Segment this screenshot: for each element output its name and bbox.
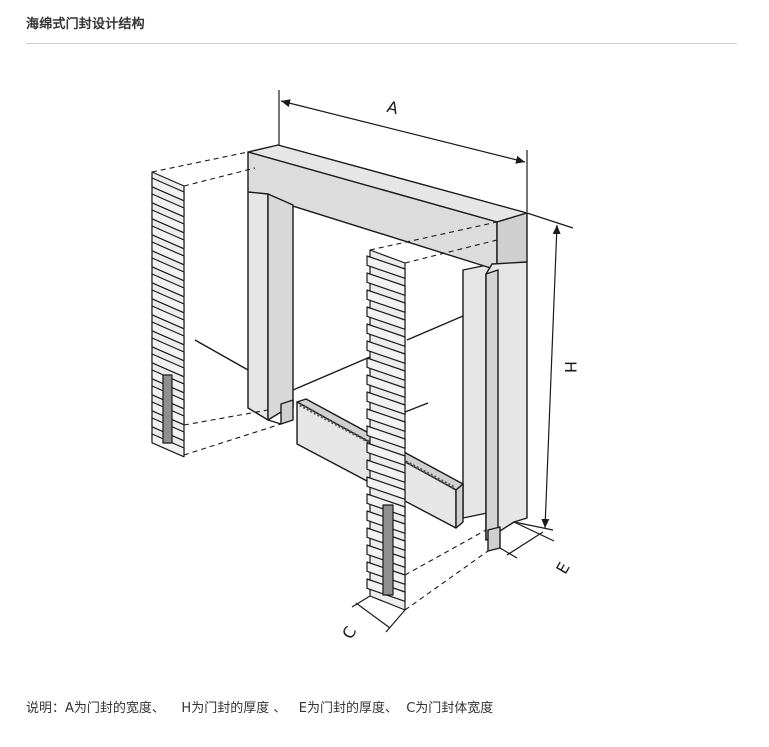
- dim-label-h: H: [561, 361, 580, 373]
- pad-slat: [366, 306, 406, 330]
- proj-line-2: [183, 167, 256, 187]
- inner-edge-line: [292, 356, 371, 391]
- right-foot: [487, 526, 501, 552]
- frame-header-end: [496, 212, 528, 271]
- proj-line-6: [404, 239, 498, 264]
- dim-c-ext-right: [385, 609, 406, 633]
- title-divider: [26, 43, 737, 44]
- pad-slat: [151, 289, 185, 314]
- frame-right-leg-side: [485, 269, 499, 541]
- door-seal-drawing: A H E C: [151, 90, 580, 642]
- right-seal-pad: [366, 249, 406, 611]
- left-pad-strip: [162, 374, 173, 444]
- leg-foot-line: [267, 419, 282, 425]
- proj-line-3: [183, 423, 282, 456]
- pad-slat: [366, 255, 406, 279]
- dim-c-ext-left: [351, 595, 371, 608]
- left-seal-pad: [151, 171, 185, 458]
- left-foot: [280, 399, 294, 425]
- pad-slat: [366, 391, 406, 415]
- proj-line-8: [404, 529, 487, 576]
- pad-slat: [366, 340, 406, 364]
- inner-edge-line-2: [406, 315, 464, 341]
- pad-slat: [366, 459, 406, 483]
- proj-line-7: [404, 550, 489, 611]
- left-pad-slats: [151, 177, 185, 458]
- pad-slat: [151, 257, 185, 282]
- frame-left-leg-side: [267, 193, 294, 421]
- dim-c-line: [355, 602, 391, 629]
- pad-slat: [366, 323, 406, 347]
- pad-slat: [366, 476, 406, 500]
- dim-e-line: [506, 531, 544, 556]
- right-pad-strip: [382, 504, 394, 596]
- pad-slat: [366, 425, 406, 449]
- dim-h-arrow: [541, 224, 561, 529]
- dim-label-e: E: [552, 559, 574, 577]
- projection-lines: [151, 151, 498, 611]
- dimension-lines: [278, 90, 574, 633]
- left-edge-line: [194, 339, 249, 371]
- pad-slat: [151, 353, 185, 378]
- pad-slat: [366, 374, 406, 398]
- proj-line-5: [369, 221, 498, 251]
- pad-slat: [151, 337, 185, 362]
- pad-slat: [151, 321, 185, 346]
- dim-e-ext-right: [513, 521, 555, 542]
- door-seal-diagram: A H E C: [151, 90, 580, 642]
- pad-slat: [366, 289, 406, 313]
- pad-slat: [151, 209, 185, 234]
- pad-slat: [366, 442, 406, 466]
- bumper-texture: [299, 403, 456, 490]
- pad-slat: [366, 272, 406, 296]
- caption-note: 说明：A为门封的宽度、 H为门封的厚度 、 E为门封的厚度、 C为门封体宽度: [26, 701, 494, 716]
- proj-line-4: [183, 409, 269, 426]
- dim-a-arrow: [280, 99, 526, 164]
- dim-h-ext-bottom: [513, 521, 554, 531]
- pad-slat: [151, 241, 185, 266]
- pad-slat: [151, 433, 185, 458]
- bumper-end: [455, 483, 464, 529]
- dim-e-ext-left: [499, 547, 518, 559]
- proj-line-1: [151, 151, 249, 173]
- pad-slat: [151, 193, 185, 218]
- pad-slat: [151, 305, 185, 330]
- pad-slat: [151, 177, 185, 202]
- frame-left-leg: [247, 191, 269, 421]
- section-title: 海绵式门封设计结构: [26, 17, 145, 32]
- pad-slat: [366, 357, 406, 381]
- mid-edge-line: [404, 402, 429, 413]
- dim-label-c: C: [338, 623, 360, 642]
- pad-slat: [151, 225, 185, 250]
- frame-structure: [194, 144, 528, 552]
- pad-slat: [151, 273, 185, 298]
- pad-slat: [366, 408, 406, 432]
- dim-h-ext-top: [526, 212, 574, 229]
- dim-label-a: A: [385, 97, 400, 118]
